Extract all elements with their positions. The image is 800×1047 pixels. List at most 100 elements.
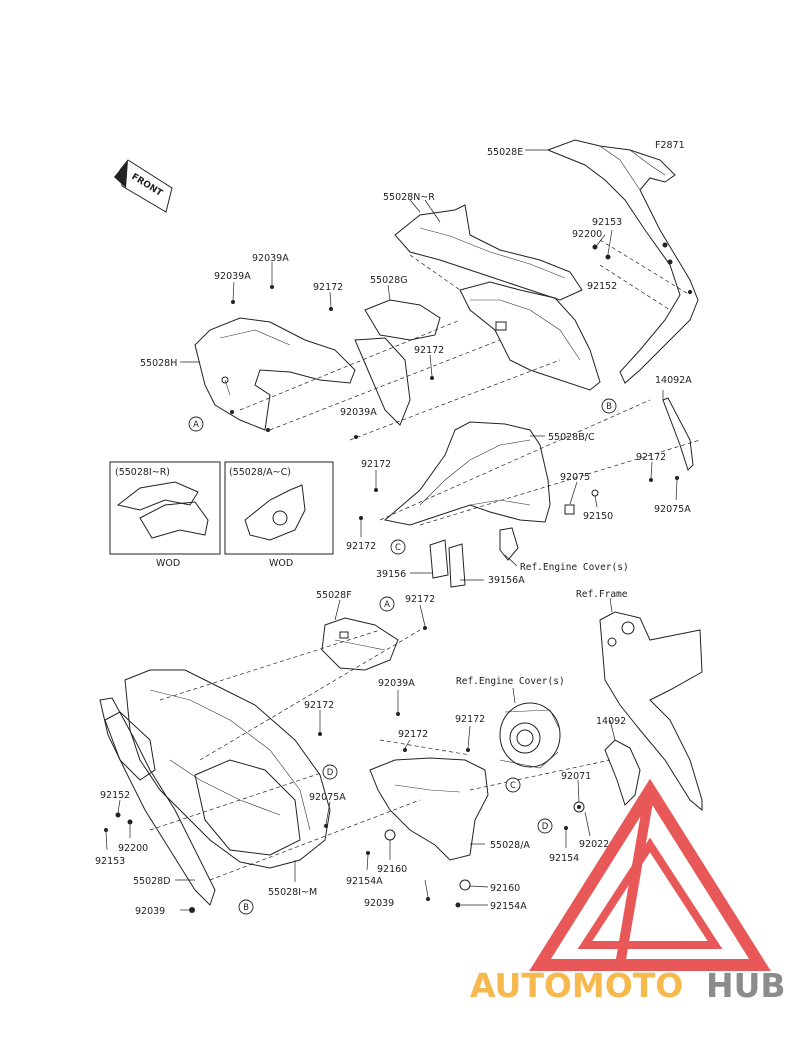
part-label: 39156 xyxy=(376,569,406,580)
watermark-part1: AUTOMOTO xyxy=(470,966,683,1005)
ref-frame-label: Ref.Frame xyxy=(576,589,628,600)
part-label: 55028D xyxy=(133,876,171,887)
inner-cowl xyxy=(459,281,601,391)
part-label: 92160 xyxy=(377,864,407,875)
lower-cowl-55028I-M xyxy=(124,669,331,869)
part-label: 92039 xyxy=(135,906,165,917)
clips-39156 xyxy=(429,539,466,588)
ref-marker-c-bottom: C xyxy=(505,777,521,793)
part-label: 55028F xyxy=(316,590,352,601)
part-label: 92150 xyxy=(583,511,613,522)
part-label: 92075 xyxy=(560,472,590,483)
part-label: 55028N~R xyxy=(383,192,435,203)
part-label: 92152 xyxy=(100,790,130,801)
part-label: 92022 xyxy=(579,839,609,850)
part-label: 92154A xyxy=(346,876,383,887)
lower-side-cowl-55028B-C xyxy=(383,421,551,526)
part-label: 55028I~M xyxy=(268,887,317,898)
part-labels-bottom: 55028F 92172 92039A 92172 92172 92172 92… xyxy=(95,589,628,917)
side-cowl-55028N-R xyxy=(394,204,583,301)
part-label: 55028/A xyxy=(490,840,530,851)
inset-left-caption: WOD xyxy=(156,558,180,569)
svg-text:A: A xyxy=(193,420,199,430)
engine-cover-ref xyxy=(499,702,561,769)
inner-panel-55028H xyxy=(194,317,356,432)
part-label: 55028G xyxy=(370,275,408,286)
ref-marker-c-top: C xyxy=(390,539,406,555)
guide-lines-top xyxy=(239,239,701,526)
upper-cowl-55028E xyxy=(546,139,699,384)
watermark-logo xyxy=(529,778,771,971)
part-label: 92200 xyxy=(572,229,602,240)
bracket xyxy=(499,489,599,561)
bolts-top xyxy=(231,244,679,520)
part-label: 92200 xyxy=(118,843,148,854)
part-label: 92172 xyxy=(636,452,666,463)
svg-text:D: D xyxy=(327,768,334,778)
part-label: 39156A xyxy=(488,575,525,586)
ref-marker-b-top: B xyxy=(601,398,617,414)
ref-marker-a-bottom: A xyxy=(379,596,395,612)
part-label: 92153 xyxy=(95,856,125,867)
figure-code: F2871 xyxy=(655,140,685,151)
part-label: 92039A xyxy=(214,271,251,282)
part-label: 92172 xyxy=(455,714,485,725)
inset-55028I-R: (55028I~R) WOD xyxy=(109,461,221,569)
ref-marker-a-top: A xyxy=(188,416,204,432)
watermark-part2: HUB xyxy=(706,966,786,1005)
part-label: 92153 xyxy=(592,217,622,228)
part-label: 92071 xyxy=(561,771,591,782)
part-label: 92075A xyxy=(654,504,691,515)
duct-55028G xyxy=(354,299,441,426)
ref-engine-cover-bottom: Ref.Engine Cover(s) xyxy=(456,676,565,687)
part-label: 92172 xyxy=(304,700,334,711)
part-label: 14092A xyxy=(655,375,692,386)
inset-right-title: (55028/A~C) xyxy=(229,467,291,478)
ref-marker-d-right: D xyxy=(537,818,553,834)
ref-marker-b-bottom: B xyxy=(238,899,254,915)
duct-55028F xyxy=(321,617,399,671)
part-label: 55028H xyxy=(140,358,177,369)
part-label: 92152 xyxy=(587,281,617,292)
part-label: 55028E xyxy=(487,147,523,158)
guide-lines-bottom xyxy=(149,629,611,881)
cover-55028-A xyxy=(369,757,489,861)
svg-text:B: B xyxy=(606,402,612,412)
leader-lines xyxy=(105,199,678,911)
svg-text:A: A xyxy=(384,600,390,610)
svg-text:B: B xyxy=(243,903,249,913)
part-label: 92172 xyxy=(346,541,376,552)
svg-text:D: D xyxy=(542,822,549,832)
part-labels-top: 55028E 55028N~R 92153 92200 92152 92039A… xyxy=(140,147,692,586)
stay-14092 xyxy=(604,739,641,806)
inset-left-title: (55028I~R) xyxy=(115,467,170,478)
part-label: 92039A xyxy=(340,407,377,418)
inset-55028-A-C: (55028/A~C) WOD xyxy=(224,461,334,569)
side-strip-55028D xyxy=(99,697,216,906)
svg-text:C: C xyxy=(395,543,401,553)
part-label: 92075A xyxy=(309,792,346,803)
bolts-bottom xyxy=(104,626,585,913)
part-label: 92172 xyxy=(414,345,444,356)
part-label: 92154 xyxy=(549,853,579,864)
part-label: 92039 xyxy=(364,898,394,909)
ref-marker-d-bottom: D xyxy=(322,764,338,780)
part-label: 92039A xyxy=(252,253,289,264)
part-label: 92160 xyxy=(490,883,520,894)
frame-ref xyxy=(599,611,703,812)
svg-text:C: C xyxy=(510,781,516,791)
part-label: 92172 xyxy=(361,459,391,470)
part-label: 92172 xyxy=(405,594,435,605)
part-label: 92172 xyxy=(398,729,428,740)
part-label: 92172 xyxy=(313,282,343,293)
part-label: 14092 xyxy=(596,716,626,727)
ref-engine-cover-top: Ref.Engine Cover(s) xyxy=(520,562,629,573)
inset-right-caption: WOD xyxy=(269,558,293,569)
watermark-text: AUTOMOTO HUB xyxy=(470,966,786,1005)
front-arrow-icon: FRONT xyxy=(114,159,173,213)
part-label: 92154A xyxy=(490,901,527,912)
stay-14092A xyxy=(662,397,694,471)
part-label: 92039A xyxy=(378,678,415,689)
